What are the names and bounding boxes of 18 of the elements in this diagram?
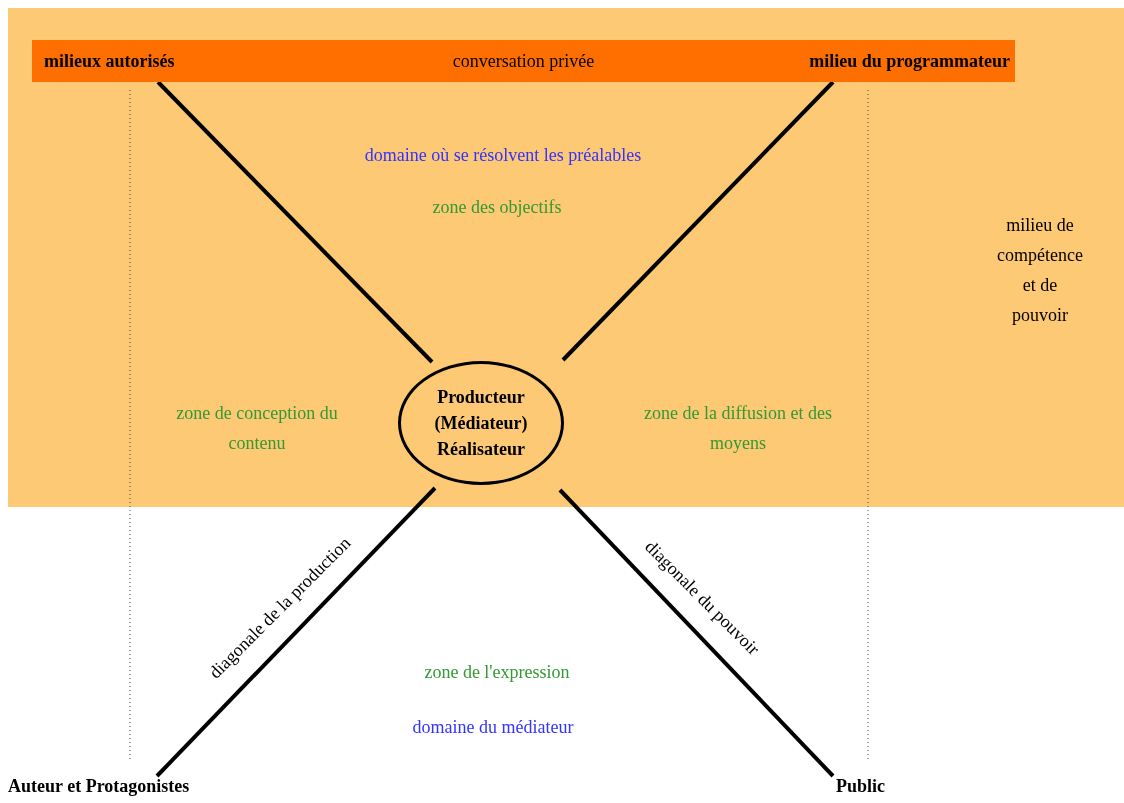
zone-label: zone de conception du contenu	[175, 402, 339, 455]
zone-label: zone de l'expression	[424, 661, 570, 684]
connector-line	[156, 80, 434, 364]
connector-line	[155, 486, 437, 778]
connector-line	[561, 80, 835, 362]
corner-label: Public	[836, 776, 916, 802]
zone-label: zone des objectifs	[432, 196, 562, 219]
center-ellipse: Producteur (Médiateur) Réalisateur	[398, 361, 564, 485]
domain-label: domaine du médiateur	[412, 716, 574, 739]
header-bar	[32, 40, 1015, 82]
area-label: milieu de compétence et de pouvoir	[997, 214, 1083, 327]
bar-text: milieu du programmateur	[809, 50, 1010, 72]
bar-text: milieux autorisés	[44, 50, 175, 72]
bar-text: conversation privée	[452, 50, 595, 72]
connector-line	[558, 488, 835, 778]
corner-label: Auteur et Protagonistes	[8, 776, 258, 802]
zone-label: zone de la diffusion et des moyens	[643, 402, 833, 455]
domain-label: domaine où se résolvent les préalables	[364, 144, 642, 167]
